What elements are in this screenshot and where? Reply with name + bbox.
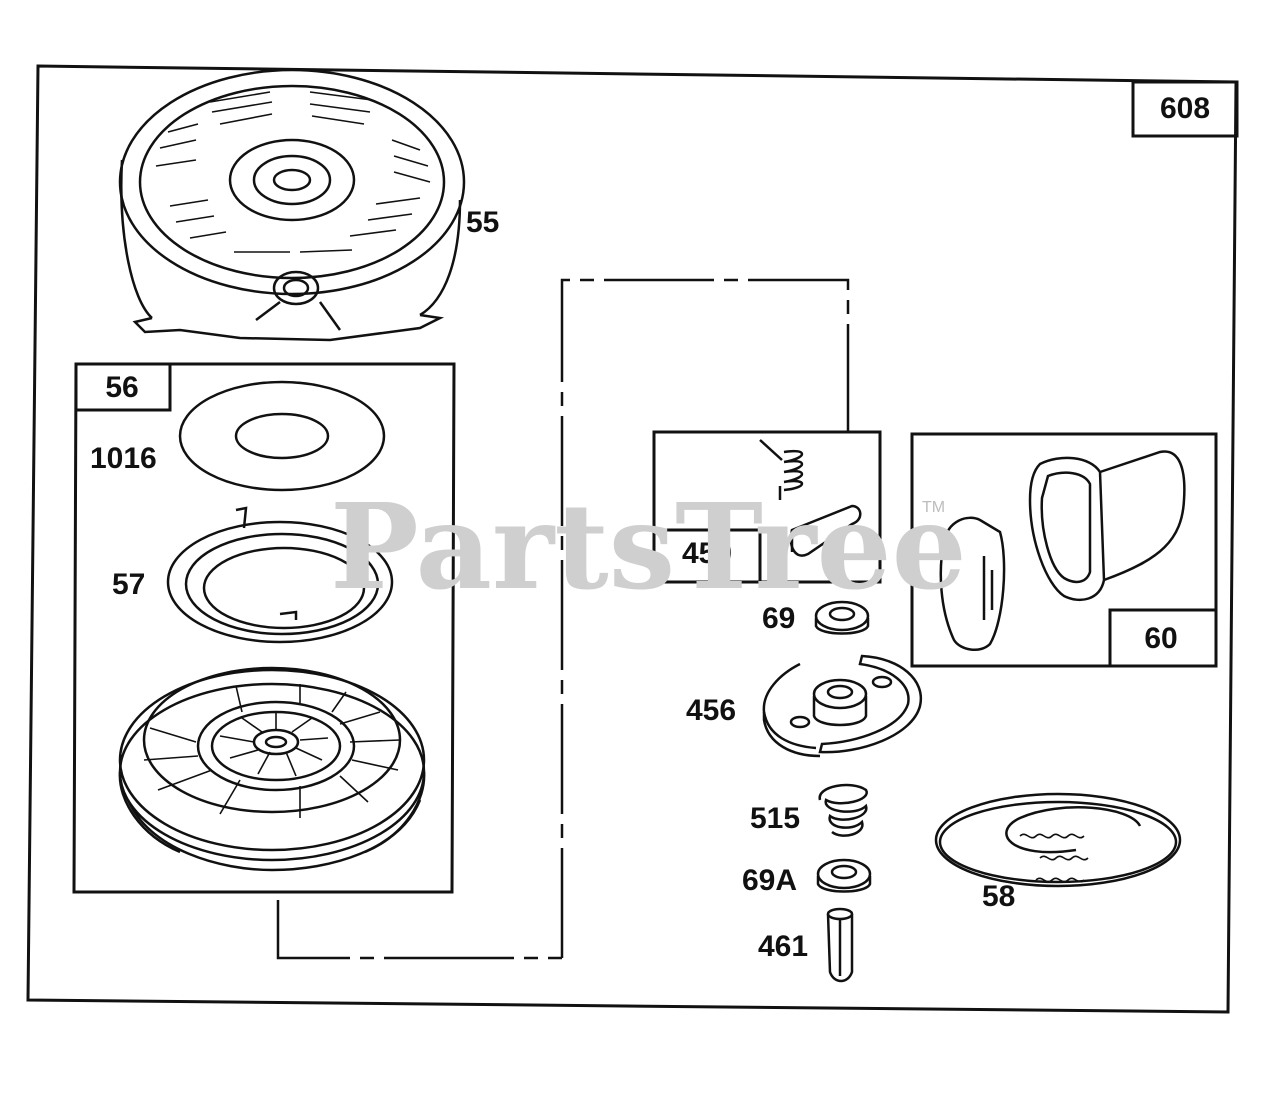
label-69: 69 — [762, 602, 795, 635]
watermark-trademark: TM — [922, 499, 945, 516]
connector-lines — [276, 278, 850, 960]
box-56-frame — [72, 362, 456, 894]
label-58: 58 — [982, 880, 1015, 913]
label-1016: 1016 — [90, 442, 157, 475]
spring-515[interactable]: 515 — [750, 783, 868, 837]
label-515: 515 — [750, 802, 800, 835]
label-459: 459 — [682, 537, 732, 570]
watermark-text: PartsTree — [330, 477, 967, 616]
washer-69[interactable]: 69 — [762, 600, 870, 635]
washer-69a[interactable]: 69A — [742, 858, 872, 897]
label-456: 456 — [686, 694, 736, 727]
callout-box-608[interactable]: 608 — [1131, 80, 1239, 138]
label-55: 55 — [466, 206, 499, 239]
washer-1016[interactable]: 1016 — [90, 380, 386, 492]
label-60: 60 — [1144, 622, 1177, 655]
retainer-456[interactable]: 456 — [686, 654, 923, 758]
callout-box-56-group[interactable]: 56 — [72, 362, 456, 894]
starter-rope-58[interactable]: 58 — [934, 792, 1182, 913]
label-461: 461 — [758, 930, 808, 963]
rewind-spring-57[interactable]: 57 — [112, 506, 394, 644]
label-69a: 69A — [742, 864, 797, 897]
starter-housing-55[interactable]: 55 — [118, 68, 499, 342]
outer-frame — [26, 64, 1238, 1014]
pin-461[interactable]: 461 — [758, 907, 854, 983]
label-57: 57 — [112, 568, 145, 601]
callout-box-459[interactable]: 459 — [652, 430, 882, 584]
label-56: 56 — [105, 371, 138, 404]
box-56-tag — [74, 362, 172, 412]
watermark: PartsTree TM — [330, 477, 967, 616]
callout-box-60[interactable]: 60 — [910, 432, 1218, 668]
label-608: 608 — [1160, 92, 1210, 125]
starter-pulley[interactable] — [118, 666, 426, 872]
